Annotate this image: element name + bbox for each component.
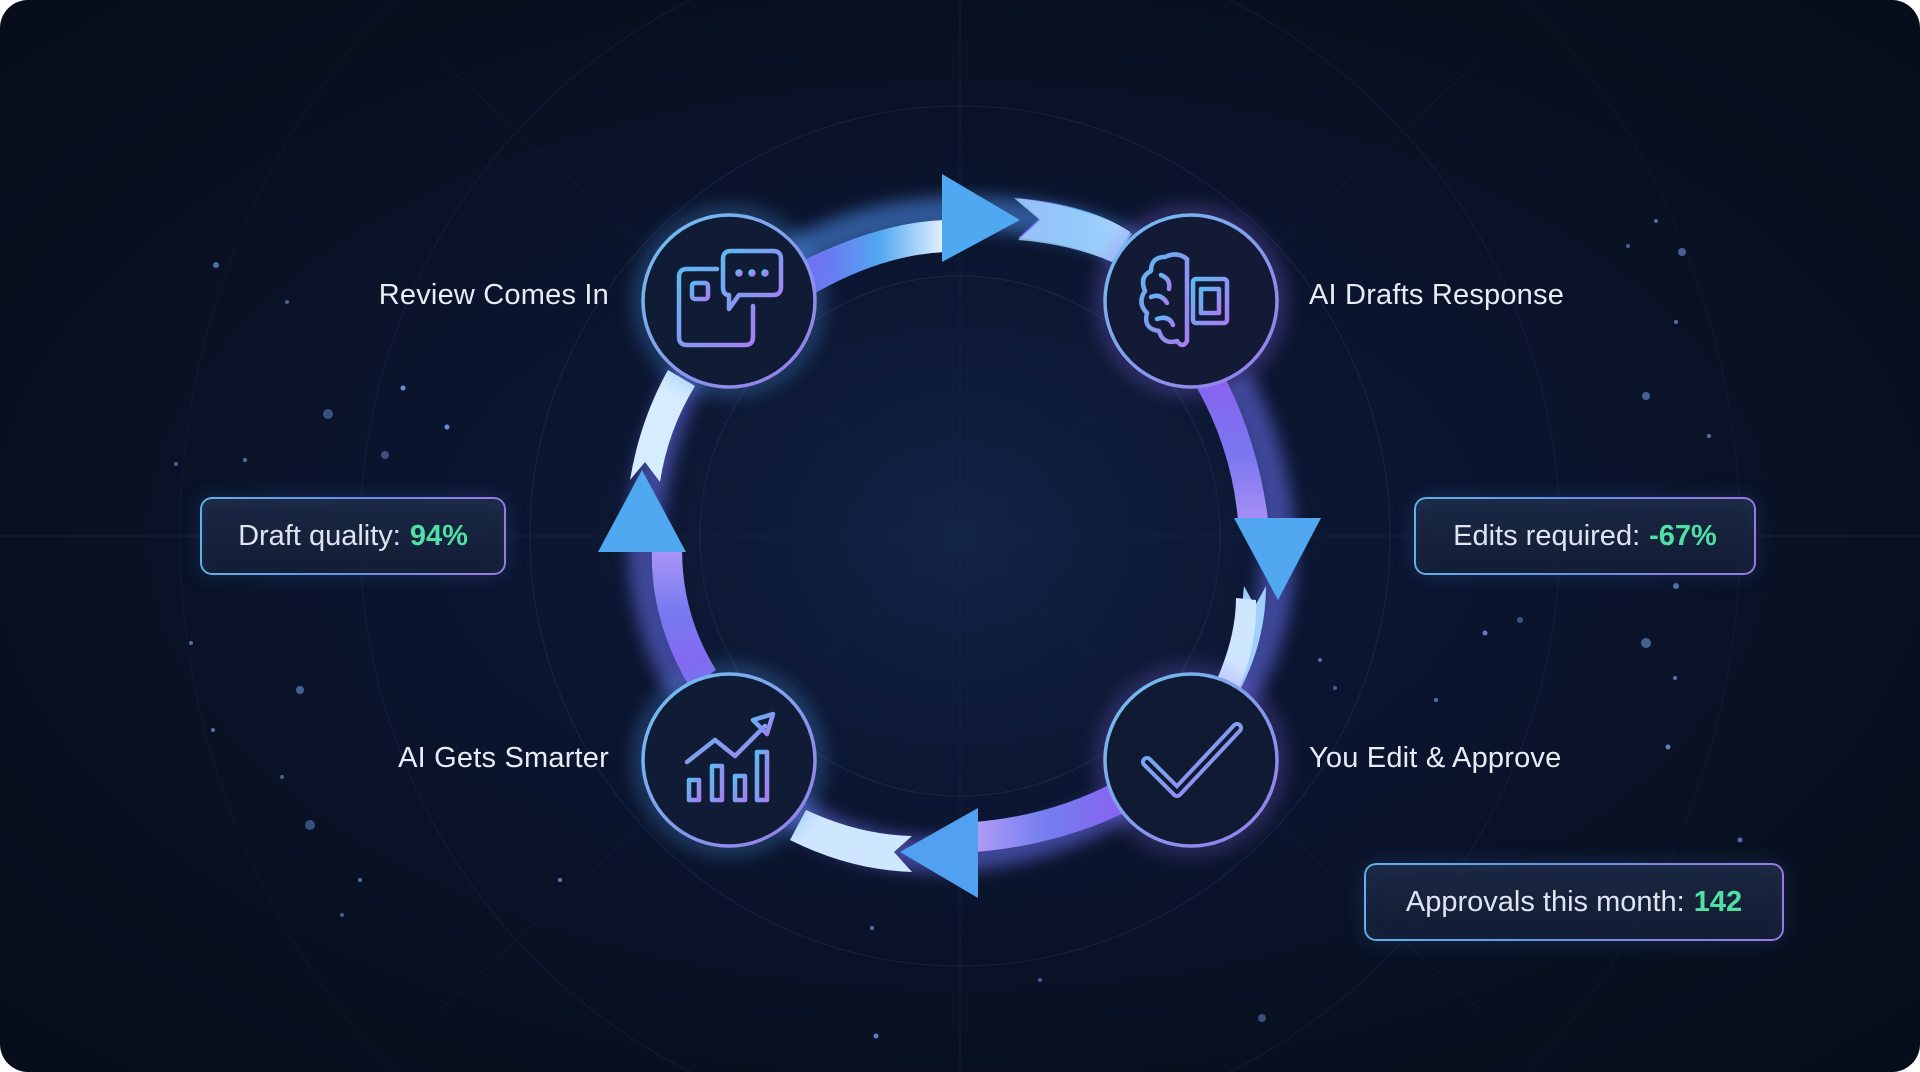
- stat-value: -67%: [1649, 519, 1717, 552]
- stat-draft-quality: Draft quality: 94%: [200, 497, 506, 575]
- node-review: [631, 203, 827, 399]
- step-label-approve: You Edit & Approve: [1309, 742, 1562, 774]
- arrow-approve-to-learn: [790, 782, 1130, 898]
- arrow-review-to-draft: [800, 174, 1132, 296]
- stat-approvals-month: Approvals this month: 142: [1364, 863, 1784, 941]
- growth-chart-icon: [680, 711, 778, 803]
- arrow-learn-to-review: [598, 370, 716, 688]
- stat-label: Draft quality:: [238, 519, 401, 552]
- stat-value: 142: [1693, 885, 1743, 918]
- step-label-review: Review Comes In: [378, 279, 609, 311]
- step-label-draft: AI Drafts Response: [1309, 279, 1565, 311]
- review-chat-icon: [676, 248, 784, 348]
- step-label-learn: AI Gets Smarter: [398, 742, 609, 774]
- background-stars: [174, 219, 1743, 1039]
- stat-edits-required: Edits required: -67%: [1414, 497, 1756, 575]
- stat-value: 94%: [409, 519, 468, 552]
- brain-chip-icon: [1139, 252, 1244, 348]
- node-approve: [1093, 662, 1289, 858]
- node-learn: [631, 662, 827, 858]
- stat-label: Edits required:: [1453, 519, 1641, 552]
- stat-label: Approvals this month:: [1405, 885, 1685, 918]
- node-draft: [1093, 203, 1289, 399]
